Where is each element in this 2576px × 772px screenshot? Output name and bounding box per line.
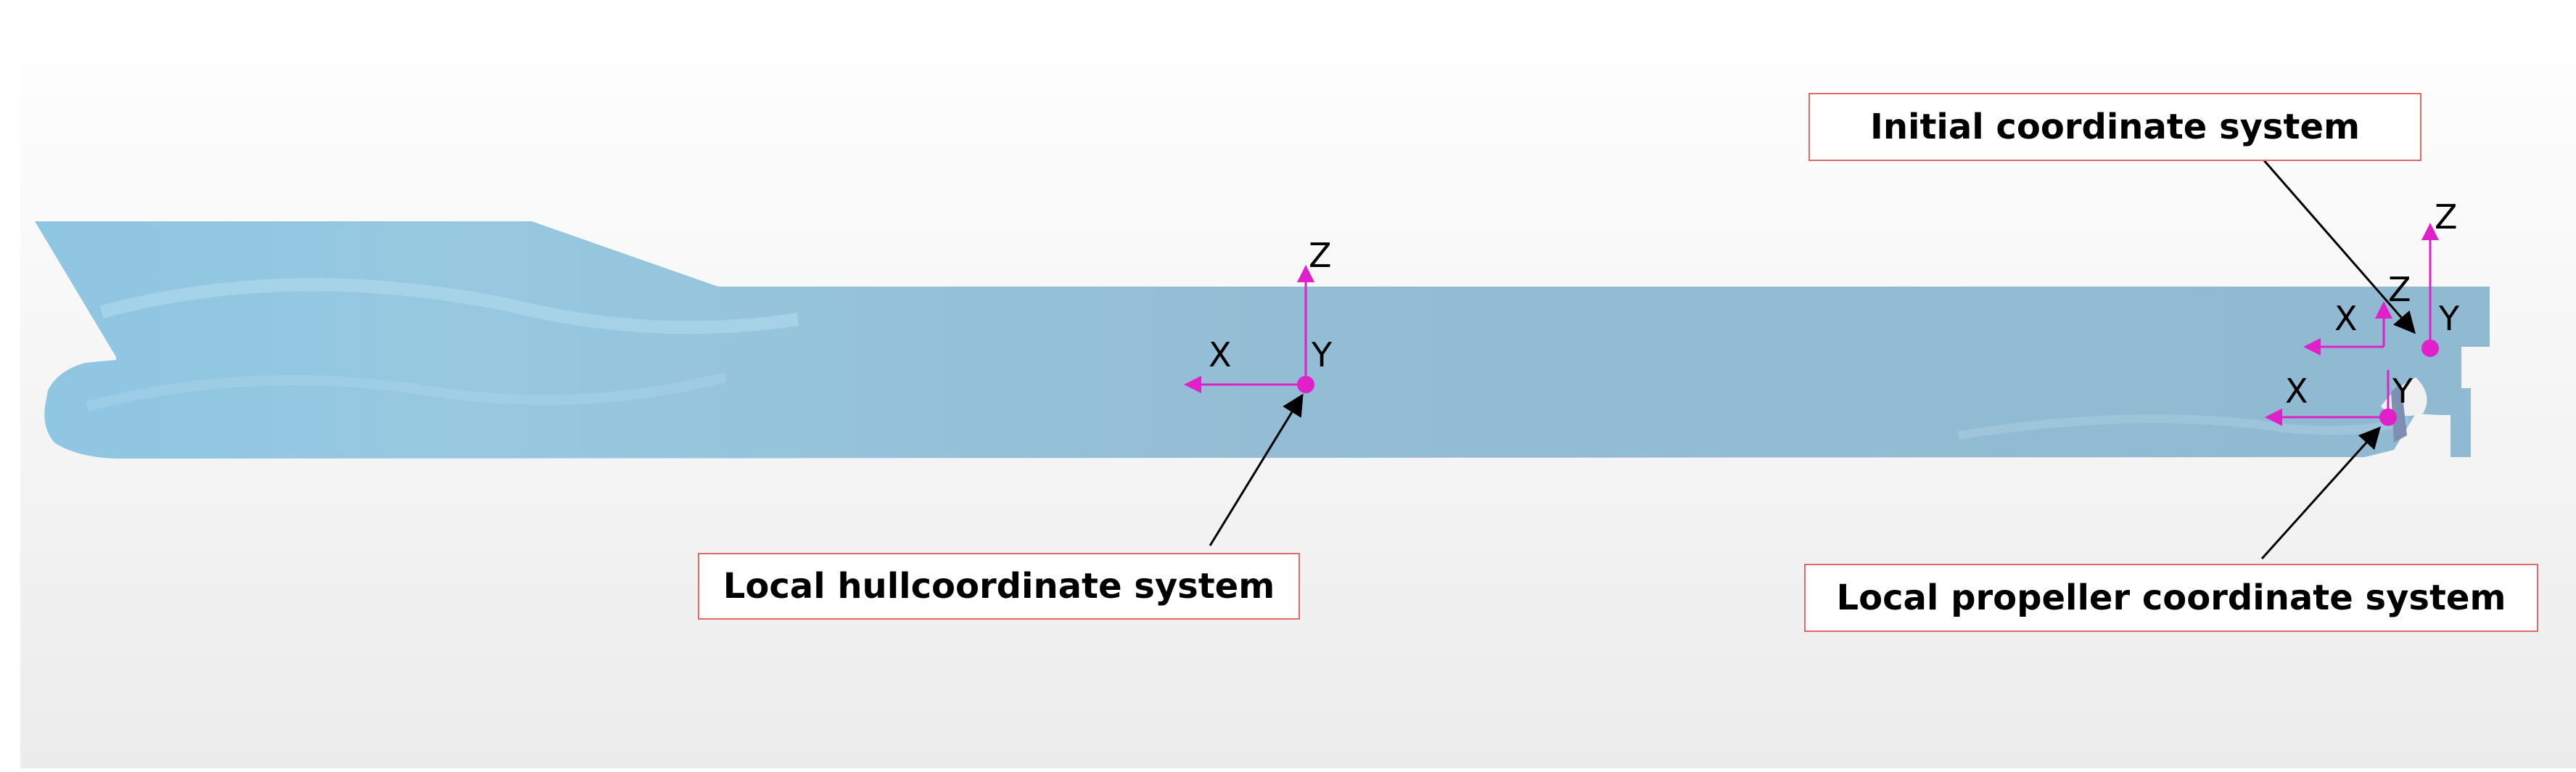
hull-coordinate-axes: Z X Y [1184, 236, 1333, 393]
propeller-y-label: Y [2392, 371, 2414, 411]
propeller-x-label: X [2285, 371, 2308, 411]
propeller-callout-arrow [2260, 426, 2382, 560]
initial-z-label: Z [2435, 197, 2458, 237]
initial-y-label: Y [2438, 299, 2460, 338]
hull-shading-1 [99, 278, 799, 334]
propeller-origin-point [2379, 408, 2397, 426]
propeller-blade [2391, 383, 2407, 443]
propeller-coordinate-axes: X Y [2265, 370, 2414, 426]
stern-x-label: X [2334, 299, 2358, 338]
hull-shading-2 [86, 372, 727, 411]
hull-coordinate-label: Local hullcoordinate system [698, 553, 1300, 620]
initial-coordinate-axes: Z Y [2421, 197, 2460, 357]
hull-z-label: Z [1309, 236, 1332, 275]
hull-y-label: Y [1311, 335, 1333, 374]
left-margin [0, 0, 20, 768]
stern-z-label: Z [2388, 270, 2411, 309]
hull-body [35, 221, 2490, 459]
initial-coordinate-label: Initial coordinate system [1808, 93, 2421, 161]
stern-intermediate-axes: Z X [2303, 270, 2411, 356]
propeller-coordinate-label: Local propeller coordinate system [1804, 564, 2538, 632]
hull-origin-point [1297, 376, 1314, 393]
initial-origin-point [2421, 340, 2439, 357]
hull-x-label: X [1209, 335, 1232, 374]
hull-callout-arrow [1209, 393, 1304, 546]
initial-callout-arrow [2262, 159, 2416, 334]
